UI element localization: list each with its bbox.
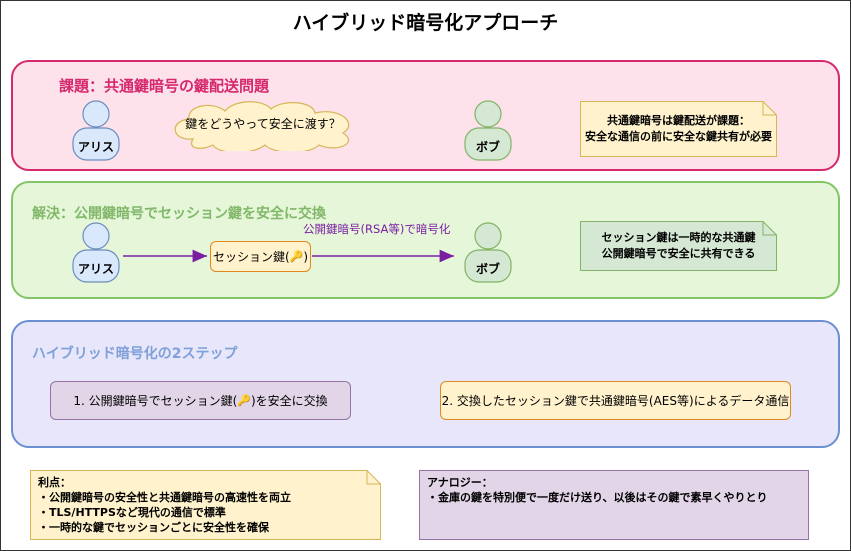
bob-actor-problem: ボブ xyxy=(459,98,517,162)
solution-note: セッション鍵は一時的な共通鍵 公開鍵暗号で安全に共有できる xyxy=(580,221,777,271)
problem-note-line: 安全な通信の前に安全な鍵共有が必要 xyxy=(585,130,772,143)
solution-title: 解決：公開鍵暗号でセッション鍵を安全に交換 xyxy=(32,206,326,222)
thought-text: 鍵をどうやって安全に渡す？ xyxy=(185,117,341,131)
session-key-close: ) xyxy=(303,249,309,264)
solution-note-line: 公開鍵暗号で安全に共有できる xyxy=(601,247,756,260)
key-icon: 🔑 xyxy=(289,250,304,263)
benefit-item: ・公開鍵暗号の安全性と共通鍵暗号の高速性を両立 xyxy=(38,491,291,504)
alice-label: アリス xyxy=(77,262,114,276)
problem-note-line: 共通鍵暗号は鍵配送が課題： xyxy=(607,114,750,127)
analogy-heading: アナロジー： xyxy=(427,476,493,489)
step2-text: 2. 交換したセッション鍵で共通鍵暗号(AES等)によるデータ通信 xyxy=(441,394,790,408)
bob-label: ボブ xyxy=(475,262,500,276)
key-icon: 🔑 xyxy=(237,394,251,407)
alice-actor-problem: アリス xyxy=(67,98,125,162)
benefit-item: ・TLS/HTTPSなど現代の通信で標準 xyxy=(38,506,226,519)
solution-note-line: セッション鍵は一時的な共通鍵 xyxy=(601,231,756,244)
step2-box: 2. 交換したセッション鍵で共通鍵暗号(AES等)によるデータ通信 xyxy=(440,381,791,420)
session-key-box: セッション鍵(🔑) xyxy=(210,241,311,272)
step1-text-pre: 1. 公開鍵暗号でセッション鍵( xyxy=(73,394,238,408)
bob-actor-solution: ボブ xyxy=(459,220,517,284)
steps-title: ハイブリッド暗号化の2ステップ xyxy=(32,346,238,362)
step1-box: 1. 公開鍵暗号でセッション鍵(🔑)を安全に交換 xyxy=(50,381,351,420)
diagram-title: ハイブリッド暗号化アプローチ xyxy=(292,12,559,34)
problem-note: 共通鍵暗号は鍵配送が課題： 安全な通信の前に安全な鍵共有が必要 xyxy=(580,101,777,157)
benefits-box: 利点： ・公開鍵暗号の安全性と共通鍵暗号の高速性を両立 ・TLS/HTTPSなど… xyxy=(30,470,381,540)
analogy-item: ・金庫の鍵を特別便で一度だけ送り、以後はその鍵で素早くやりとり xyxy=(427,491,768,504)
bob-label: ボブ xyxy=(475,140,500,154)
alice-label: アリス xyxy=(77,140,114,154)
step1-text-post: )を安全に交換 xyxy=(250,394,328,408)
benefit-item: ・一時的な鍵でセッションごとに安全性を確保 xyxy=(38,521,269,534)
problem-title: 課題：共通鍵暗号の鍵配送問題 xyxy=(59,77,270,95)
arrow-label: 公開鍵暗号(RSA等)で暗号化 xyxy=(303,222,451,236)
session-key-label: セッション鍵( xyxy=(212,250,290,264)
benefits-heading: 利点： xyxy=(38,476,71,489)
thought-cloud: 鍵をどうやって安全に渡す？ xyxy=(163,99,363,154)
analogy-box: アナロジー： ・金庫の鍵を特別便で一度だけ送り、以後はその鍵で素早くやりとり xyxy=(419,470,809,540)
alice-actor-solution: アリス xyxy=(67,220,125,284)
